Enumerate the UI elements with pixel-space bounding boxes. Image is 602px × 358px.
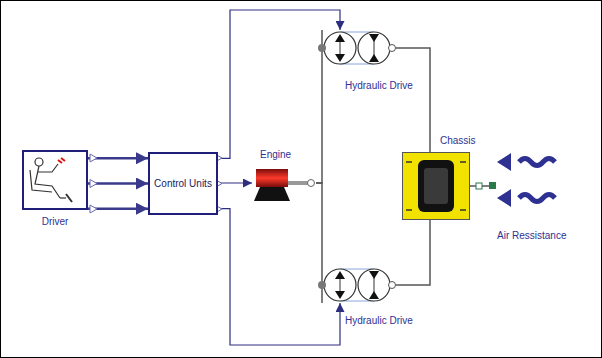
node-label: Control Units xyxy=(154,178,212,190)
driver-ports xyxy=(90,154,97,213)
node-label: Hydraulic Drive xyxy=(345,315,413,327)
node-label: Air Ressistance xyxy=(497,230,566,242)
connector xyxy=(316,183,322,267)
hydraulic-drive-graphic xyxy=(318,30,396,66)
driver-icon-graphic xyxy=(22,150,88,210)
node-label: Engine xyxy=(260,149,291,161)
connector xyxy=(218,182,252,183)
hydraulic-drive: Hydraulic Drive xyxy=(318,267,396,303)
connector xyxy=(396,220,430,285)
air-resistance-icon-graphic xyxy=(495,150,557,212)
air-resistance-icon: Air Ressistance xyxy=(495,150,557,212)
node-label: Driver xyxy=(42,216,69,228)
node-label: Hydraulic Drive xyxy=(345,80,413,92)
chassis-icon: Chassis xyxy=(402,152,470,220)
hydraulic-drive-graphic xyxy=(318,267,396,303)
hydraulic-drive: Hydraulic Drive xyxy=(318,30,396,66)
node-label: Chassis xyxy=(440,135,476,147)
flange-port xyxy=(489,182,496,189)
engine-icon-graphic xyxy=(252,165,316,201)
engine-icon: Engine xyxy=(252,165,316,201)
connector xyxy=(396,48,430,152)
chassis-icon-graphic xyxy=(402,152,470,220)
flange-port xyxy=(476,183,482,189)
driver-icon: Driver xyxy=(22,150,88,210)
connector xyxy=(316,66,322,183)
control-box: Control Units xyxy=(148,152,218,215)
